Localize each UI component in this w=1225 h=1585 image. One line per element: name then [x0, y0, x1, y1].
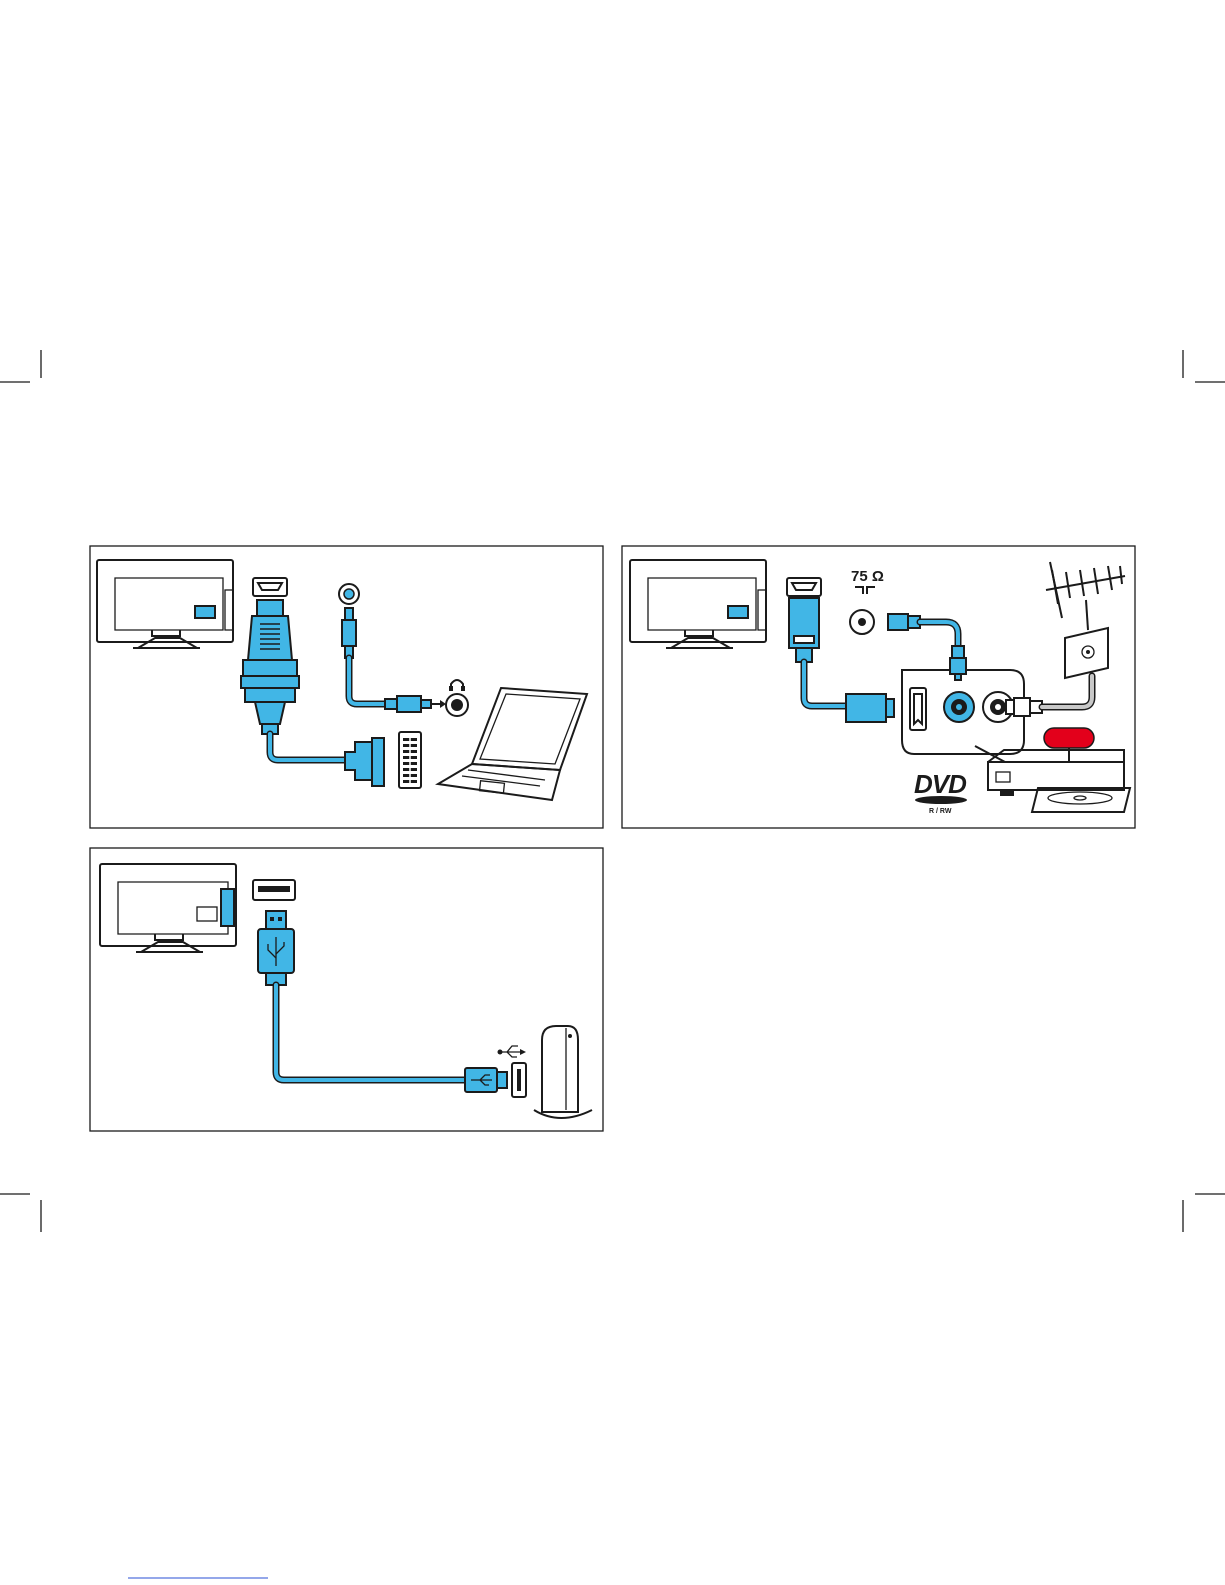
coax-icon [850, 610, 874, 634]
headphone-port-icon [446, 694, 468, 716]
tv-icon [630, 560, 766, 648]
vga-connector-icon [345, 732, 421, 788]
usb-port-icon [253, 880, 295, 900]
audio-jack-icon [339, 584, 359, 658]
usb-symbol-icon [498, 1046, 527, 1057]
antenna-icon [1046, 562, 1125, 630]
usb-port-small-icon [512, 1063, 526, 1097]
crop-marks [0, 350, 1225, 1578]
impedance-symbol-icon [855, 587, 875, 594]
hard-drive-icon [534, 1026, 592, 1118]
dvd-sub-label: R / RW [929, 808, 952, 815]
vga-adapter-icon [241, 600, 299, 734]
panel-antenna-dvd: 75 Ω [622, 546, 1135, 828]
hdmi-port-icon [253, 578, 287, 596]
usb-plug-icon [258, 911, 294, 985]
dvd-logo: DVD R / RW [914, 769, 967, 815]
hdmi-connector-icon [787, 578, 821, 662]
antenna-cable-icon [1006, 676, 1092, 716]
audio-plug-icon [385, 696, 446, 712]
tv-icon [100, 864, 236, 952]
usb-plug-small-icon [465, 1068, 507, 1092]
dvd-logo-text: DVD [914, 769, 967, 799]
wall-socket-icon [1065, 628, 1108, 678]
headphone-icon [449, 680, 465, 691]
tv-icon [97, 560, 233, 648]
panel-usb [90, 848, 603, 1131]
dvd-recorder-icon [988, 728, 1130, 812]
panel-vga-audio [90, 546, 603, 828]
hdmi-plug-icon [846, 694, 894, 722]
impedance-label: 75 Ω [851, 568, 884, 585]
